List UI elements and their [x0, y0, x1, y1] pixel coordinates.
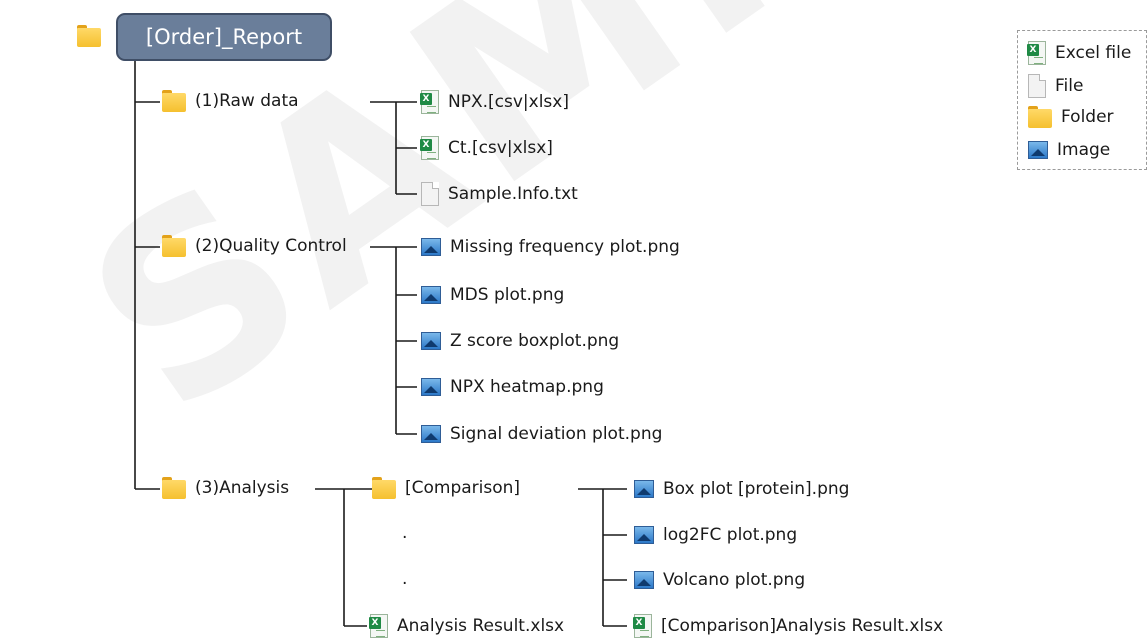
- file-label: Signal deviation plot.png: [450, 424, 663, 444]
- legend-label: Image: [1057, 140, 1111, 160]
- file-icon: [421, 182, 439, 206]
- image-icon: [421, 332, 441, 350]
- file-ct: Ct.[csv|xlsx]: [420, 136, 553, 160]
- folder-label: (3)Analysis: [195, 478, 290, 498]
- file-label: Z score boxplot.png: [450, 331, 620, 351]
- legend-item-excel: Excel file: [1027, 41, 1132, 65]
- file-label: Missing frequency plot.png: [450, 237, 680, 257]
- legend-item-file: File: [1028, 74, 1083, 98]
- root-report-box: [Order]_Report: [116, 13, 332, 61]
- file-icon: [1028, 74, 1046, 98]
- image-icon: [1028, 141, 1048, 159]
- folder-label: [Comparison]: [405, 478, 521, 498]
- qc-file: NPX heatmap.png: [421, 376, 604, 398]
- file-label: Box plot [protein].png: [663, 479, 850, 499]
- qc-file: MDS plot.png: [421, 284, 564, 306]
- image-icon: [634, 480, 654, 498]
- legend-item-image: Image: [1028, 139, 1110, 161]
- file-label: NPX heatmap.png: [450, 377, 604, 397]
- legend-label: Folder: [1061, 107, 1114, 127]
- image-icon: [421, 238, 441, 256]
- legend-label: Excel file: [1055, 43, 1132, 63]
- image-icon: [634, 571, 654, 589]
- folder-raw-data: (1)Raw data: [162, 90, 299, 112]
- qc-file: Signal deviation plot.png: [421, 423, 662, 445]
- image-icon: [421, 378, 441, 396]
- file-label: Ct.[csv|xlsx]: [448, 138, 553, 158]
- image-icon: [634, 526, 654, 544]
- file-sample-info: Sample.Info.txt: [421, 182, 578, 206]
- excel-file-icon: [369, 614, 388, 638]
- file-analysis-result: Analysis Result.xlsx: [369, 614, 565, 638]
- file-label: log2FC plot.png: [663, 525, 798, 545]
- folder-icon: [162, 90, 186, 112]
- comparison-file: Volcano plot.png: [634, 569, 805, 591]
- folder-label: (2)Quality Control: [195, 236, 347, 256]
- folder-analysis: (3)Analysis: [162, 477, 289, 499]
- comparison-file: log2FC plot.png: [634, 524, 797, 546]
- comparison-file: [Comparison]Analysis Result.xlsx: [633, 614, 944, 638]
- qc-file: Missing frequency plot.png: [421, 236, 680, 258]
- legend-label: File: [1055, 76, 1084, 96]
- file-label: NPX.[csv|xlsx]: [448, 92, 569, 112]
- image-icon: [421, 425, 441, 443]
- folder-icon: [1028, 106, 1052, 128]
- file-label: MDS plot.png: [450, 285, 565, 305]
- ellipsis-dot: .: [402, 523, 408, 543]
- file-label: [Comparison]Analysis Result.xlsx: [661, 616, 944, 636]
- folder-icon: [162, 235, 186, 257]
- file-npx: NPX.[csv|xlsx]: [420, 90, 569, 114]
- excel-file-icon: [420, 90, 439, 114]
- file-label: Analysis Result.xlsx: [397, 616, 565, 636]
- excel-file-icon: [1027, 41, 1046, 65]
- folder-icon: [372, 477, 396, 499]
- excel-file-icon: [633, 614, 652, 638]
- folder-label: (1)Raw data: [195, 91, 299, 111]
- icon-legend: Excel file File Folder Image: [1017, 30, 1147, 170]
- image-icon: [421, 286, 441, 304]
- ellipsis-dot: .: [402, 569, 408, 589]
- comparison-file: Box plot [protein].png: [634, 478, 849, 500]
- file-label: Volcano plot.png: [663, 570, 806, 590]
- folder-comparison: [Comparison]: [372, 477, 520, 499]
- root-folder-icon: [77, 25, 101, 47]
- qc-file: Z score boxplot.png: [421, 330, 619, 352]
- excel-file-icon: [420, 136, 439, 160]
- file-label: Sample.Info.txt: [448, 184, 578, 204]
- folder-quality-control: (2)Quality Control: [162, 235, 347, 257]
- legend-item-folder: Folder: [1028, 106, 1114, 128]
- folder-icon: [162, 477, 186, 499]
